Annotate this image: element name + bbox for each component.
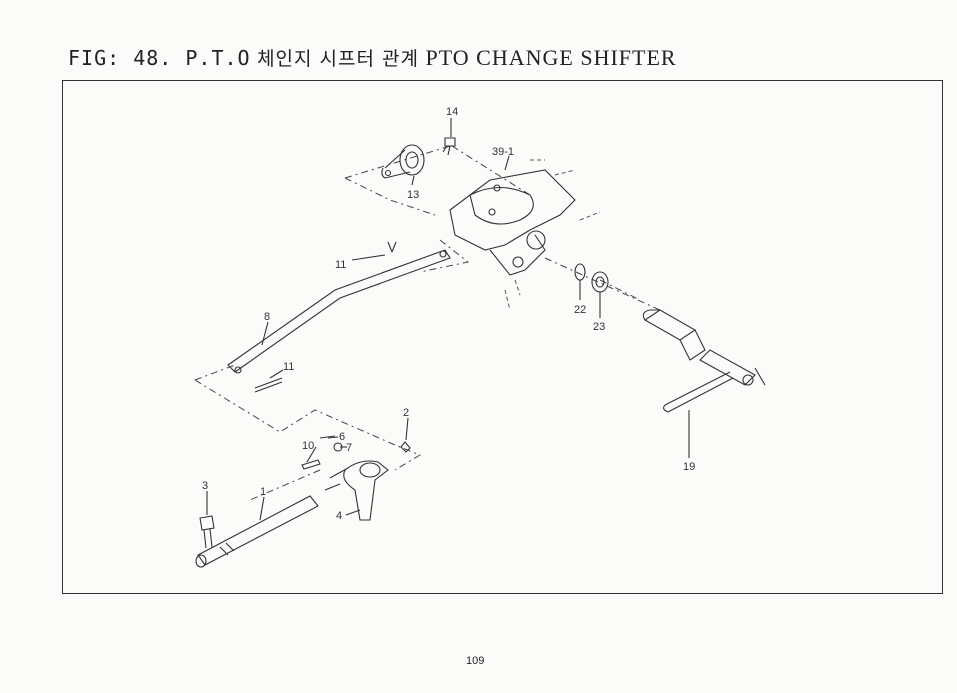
spring-6 bbox=[319, 435, 336, 439]
shifter-shaft bbox=[195, 495, 319, 568]
figure-prefix: FIG: 48. P.T.O bbox=[68, 46, 251, 70]
pto-lever bbox=[642, 309, 766, 413]
pin-10 bbox=[301, 459, 321, 470]
reference-plane-upper bbox=[344, 145, 470, 273]
callout-2: 2 bbox=[403, 407, 409, 419]
pivot-bracket bbox=[381, 144, 425, 179]
page-number: 109 bbox=[466, 655, 485, 667]
callout-10: 10 bbox=[302, 440, 314, 452]
cotter-pin-upper bbox=[387, 241, 397, 253]
bolt-14 bbox=[442, 137, 456, 156]
callout-22: 22 bbox=[574, 304, 586, 316]
callout-11-lower: 11 bbox=[283, 361, 294, 373]
callout-1: 1 bbox=[260, 486, 266, 498]
callout-39-1: 39-1 bbox=[492, 146, 514, 158]
figure-title-english: PTO CHANGE SHIFTER bbox=[425, 45, 677, 70]
callout-19: 19 bbox=[683, 461, 695, 473]
callout-13: 13 bbox=[407, 189, 419, 201]
leader-lines bbox=[206, 118, 690, 521]
callout-3: 3 bbox=[202, 480, 208, 492]
diagram-frame bbox=[62, 80, 943, 594]
callout-11-upper: 11 bbox=[335, 259, 346, 271]
shift-fork bbox=[324, 460, 389, 521]
bolt-3 bbox=[199, 515, 215, 549]
figure-title-korean: 체인지 시프터 관계 bbox=[257, 48, 419, 70]
shift-rod bbox=[227, 249, 451, 374]
circlip bbox=[591, 271, 609, 293]
cotter-pin-lower bbox=[254, 377, 283, 393]
reference-plane-lower bbox=[194, 364, 422, 471]
callout-14: 14 bbox=[446, 106, 458, 118]
assembly-axis bbox=[249, 145, 661, 501]
figure-title: FIG: 48. P.T.O 체인지 시프터 관계 PTO CHANGE SHI… bbox=[68, 44, 677, 71]
callout-4: 4 bbox=[336, 510, 342, 522]
transmission-housing bbox=[449, 159, 601, 311]
callout-6: 6 bbox=[339, 431, 345, 443]
callout-7: 7 bbox=[346, 442, 352, 454]
dowel-2 bbox=[400, 441, 411, 453]
callout-23: 23 bbox=[593, 321, 605, 333]
callout-8: 8 bbox=[264, 311, 270, 323]
